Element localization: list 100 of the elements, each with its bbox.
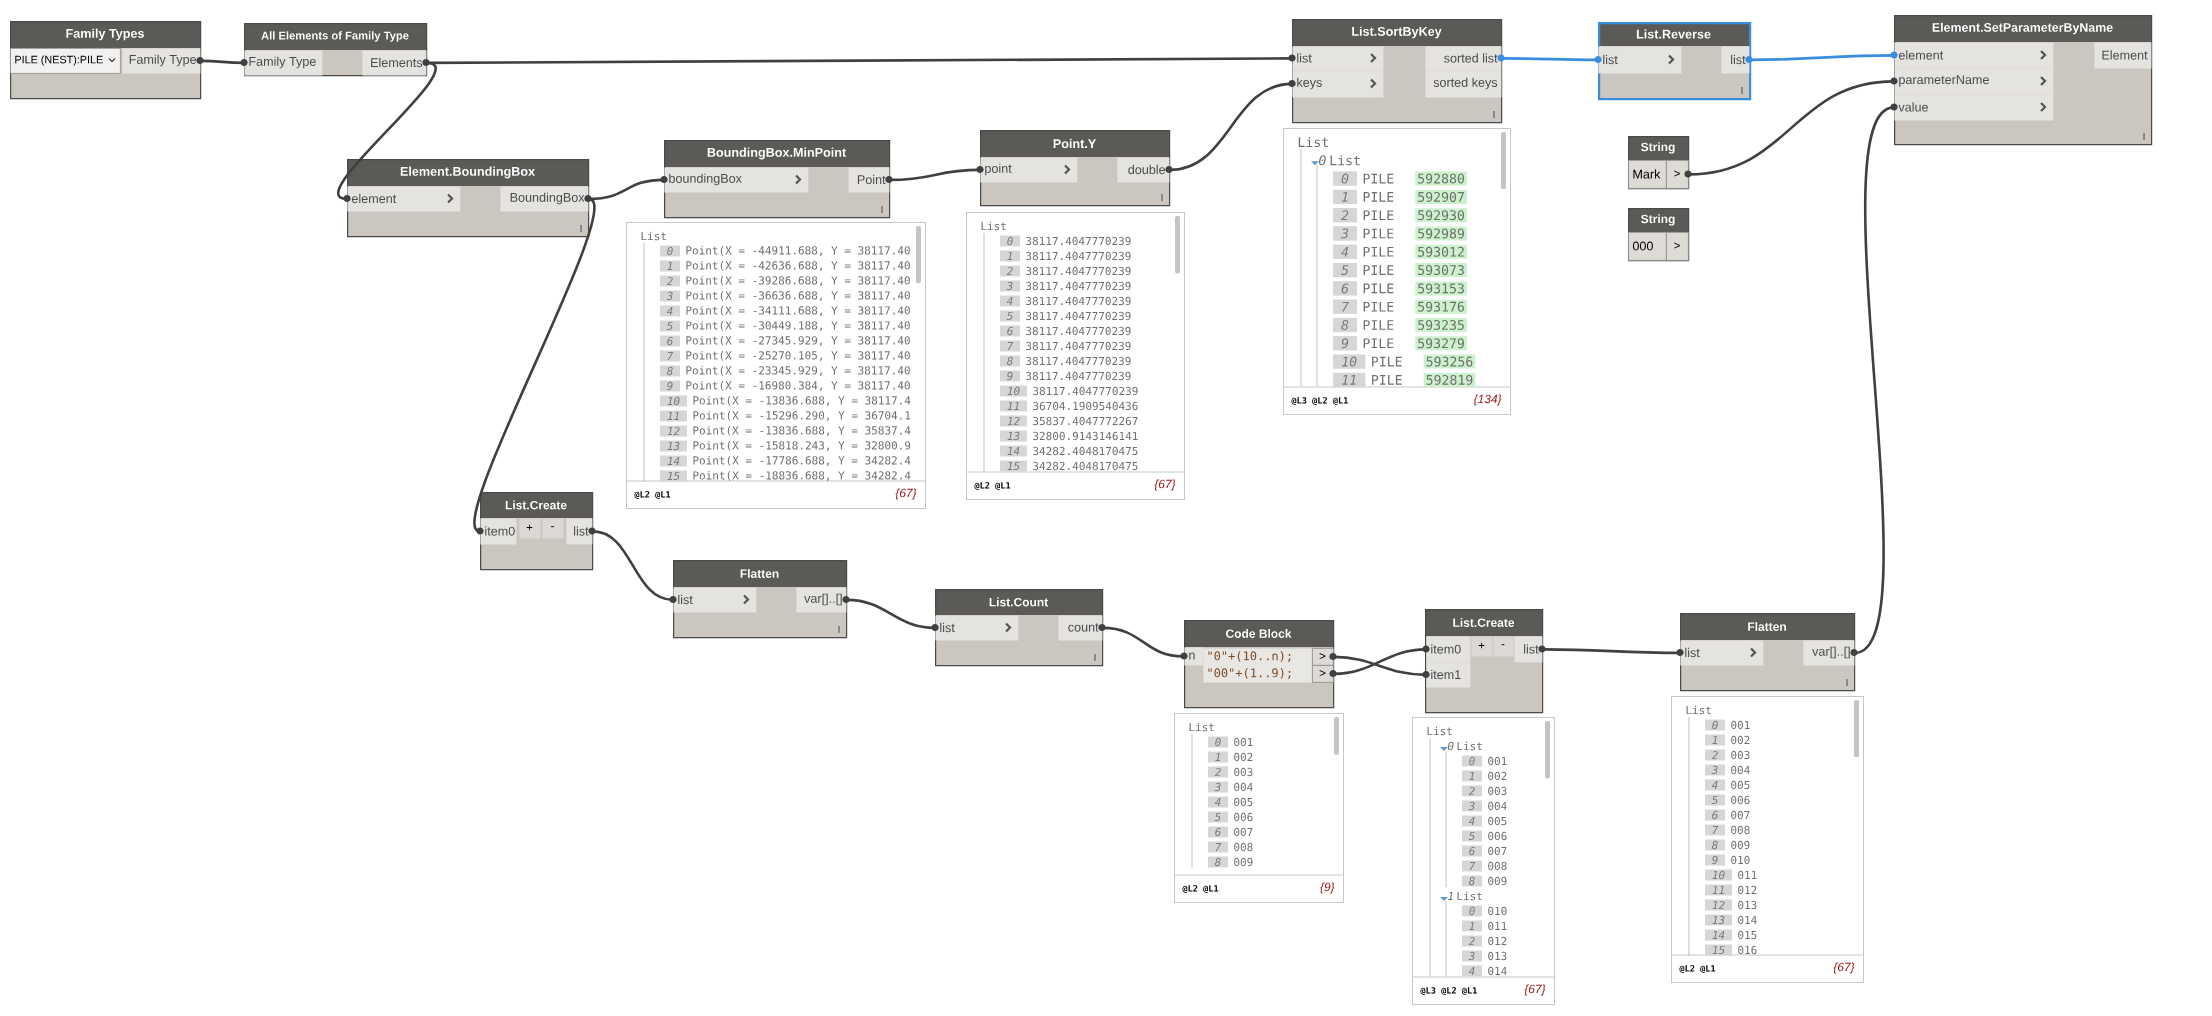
list-value: 006: [1731, 795, 1750, 805]
index-badge: 0: [1000, 235, 1020, 247]
output-port: var[]..[]: [796, 587, 850, 613]
index-badge: 5: [1705, 794, 1725, 806]
index-badge: 5: [660, 320, 680, 332]
output-port: >: [1666, 232, 1689, 261]
output-port: count: [1058, 615, 1106, 641]
list-value: Point(X = -34111.688, Y = 38117.40: [686, 306, 910, 316]
node-label: keys: [1297, 77, 1322, 90]
index-badge: 0: [1705, 719, 1725, 731]
index-badge: 8: [1000, 355, 1020, 367]
input-port: keys: [1288, 70, 1384, 98]
list-value: 014: [1488, 966, 1507, 976]
list-value: PILE: [1363, 283, 1394, 294]
index-badge: 9: [1000, 370, 1020, 382]
input-port: list: [1288, 46, 1384, 71]
index-badge: 7: [1333, 299, 1357, 314]
text-field: 000: [1628, 232, 1667, 261]
index-badge: 13: [1705, 914, 1732, 926]
list-value: Point(X = -15818.243, Y = 32800.9: [693, 441, 911, 451]
list-value: 011: [1738, 870, 1757, 880]
input-port: list: [931, 615, 1019, 641]
preview-panel: [1173, 713, 1344, 903]
index-badge: 0: [660, 245, 680, 257]
text-field: Mark: [1628, 160, 1667, 189]
list-value: 006: [1234, 812, 1253, 822]
list-value: 007: [1488, 846, 1507, 856]
index-badge: 7: [1000, 340, 1020, 352]
id-value: 592930: [1415, 208, 1467, 223]
index-badge: 8: [1462, 875, 1482, 887]
index-badge: 2: [660, 275, 680, 287]
list-value: 009: [1488, 876, 1507, 886]
code-editor: "0"+(10..n); "00"+(1..9);: [1203, 648, 1313, 683]
list-value: Point(X = -30449.188, Y = 38117.40: [686, 321, 910, 331]
index-badge: 10: [1000, 385, 1027, 397]
index-badge: 12: [1705, 899, 1732, 911]
index-badge: 3: [1462, 950, 1482, 962]
input-port: parameterName: [1890, 68, 2054, 95]
list-value: 38117.4047770239: [1026, 311, 1131, 321]
index-badge: 9: [1333, 336, 1357, 351]
index-badge: 4: [1208, 796, 1228, 808]
index-badge: 1: [1705, 734, 1725, 746]
output-port: double: [1117, 157, 1173, 183]
list-value: 016: [1738, 945, 1757, 955]
list-header: 0 List: [1447, 741, 1482, 751]
input-port: point: [976, 157, 1078, 183]
wire: [200, 59, 245, 65]
index-badge: 2: [1208, 766, 1228, 778]
list-header: List: [1686, 705, 1711, 715]
input-port: list: [1676, 640, 1764, 666]
level-label: @L2 @L1: [1679, 965, 1716, 973]
list-value: 003: [1731, 750, 1750, 760]
index-badge: 9: [1705, 854, 1725, 866]
input-port: list: [1594, 46, 1682, 74]
index-badge: 11: [1705, 884, 1732, 896]
index-badge: 3: [1333, 226, 1357, 241]
list-value: 36704.1909540436: [1033, 401, 1138, 411]
node-label: +: [1478, 642, 1485, 649]
output-port: BoundingBox: [500, 186, 592, 212]
index-badge: 5: [1462, 830, 1482, 842]
index-badge: 6: [1333, 281, 1357, 296]
button: -: [542, 518, 564, 539]
index-badge: 8: [660, 365, 680, 377]
index-badge: 5: [1000, 310, 1020, 322]
button: -: [1493, 636, 1514, 657]
index-badge: 5: [1208, 811, 1228, 823]
button: +: [519, 518, 541, 539]
list-value: 007: [1234, 827, 1253, 837]
wire: [889, 168, 981, 182]
id-value: 593279: [1415, 336, 1467, 351]
wire: [592, 530, 674, 602]
input-port: element: [343, 186, 461, 212]
count-label: {67}: [895, 488, 917, 500]
index-badge: 10: [1705, 869, 1732, 881]
preview-panel: [1670, 696, 1864, 983]
list-value: 015: [1738, 930, 1757, 940]
list-value: Point(X = -13836.688, Y = 38117.4: [693, 396, 911, 406]
list-value: 004: [1731, 765, 1750, 775]
list-value: 009: [1234, 857, 1253, 867]
index-badge: 2: [1462, 935, 1482, 947]
index-badge: 7: [1208, 841, 1228, 853]
wire: [1333, 648, 1427, 676]
node-label: list: [1297, 53, 1312, 63]
list-value: Point(X = -44911.688, Y = 38117.40: [686, 246, 910, 256]
index-badge: 13: [1000, 430, 1027, 442]
index-badge: 11: [1000, 400, 1027, 412]
index-badge: 6: [1208, 826, 1228, 838]
output-port: >: [1666, 160, 1692, 189]
input-port: item0: [476, 518, 517, 545]
list-value: PILE: [1363, 247, 1394, 257]
index-badge: 10: [1333, 354, 1366, 369]
list-value: Point(X = -27345.929, Y = 38117.40: [686, 336, 910, 346]
list-value: 012: [1738, 885, 1757, 895]
node-label: parameterName: [1899, 75, 1989, 87]
index-badge: 4: [660, 305, 680, 317]
list-value: PILE: [1363, 338, 1394, 349]
list-value: 011: [1488, 921, 1507, 931]
list-value: Point(X = -23345.929, Y = 38117.40: [686, 366, 910, 376]
list-value: PILE: [1363, 192, 1394, 202]
list-value: 38117.4047770239: [1026, 341, 1131, 351]
